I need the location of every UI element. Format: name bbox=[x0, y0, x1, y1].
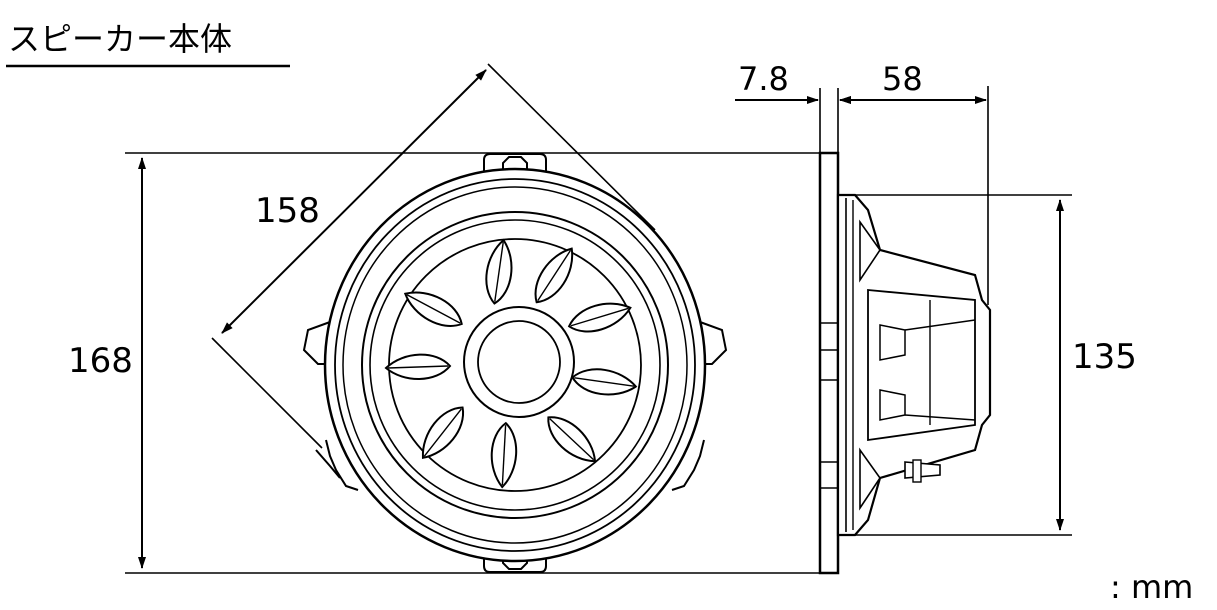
front-view bbox=[302, 153, 728, 573]
dim-58-label: 58 bbox=[882, 60, 923, 98]
dim-7-8-label: 7.8 bbox=[738, 60, 789, 98]
unit-label: : mm bbox=[1110, 568, 1193, 606]
dim-168-label: 168 bbox=[68, 341, 133, 381]
frame-ring-2 bbox=[334, 178, 696, 552]
frame-ring-3 bbox=[342, 186, 688, 544]
page-title: スピーカー本体 bbox=[8, 20, 232, 58]
surround-outer bbox=[361, 211, 669, 519]
mounting-tab-right bbox=[671, 321, 728, 491]
dust-cap bbox=[477, 320, 561, 404]
dim-158-line bbox=[221, 69, 487, 334]
dim-158-label: 158 bbox=[255, 191, 320, 231]
side-view bbox=[818, 151, 992, 575]
dim-135-label: 135 bbox=[1072, 337, 1137, 377]
dimension-lines bbox=[125, 63, 1072, 574]
side-flange bbox=[818, 151, 840, 575]
surround-inner bbox=[369, 219, 661, 511]
terminal bbox=[904, 461, 941, 479]
